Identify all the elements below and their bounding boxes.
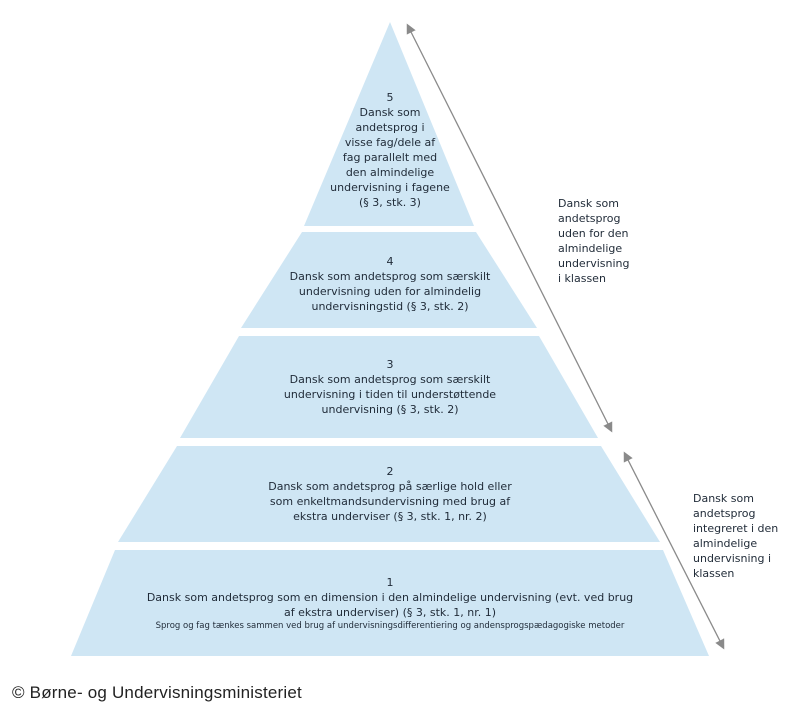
side-label-line: Dansk som [693, 492, 754, 505]
tier-1-line: Dansk som andetsprog som en dimension i … [146, 591, 634, 604]
tier-5-line: andetsprog i [355, 121, 425, 134]
side-label-line: Dansk som [558, 197, 619, 210]
tier-2-shape [118, 446, 660, 542]
tier-5-number: 5 [386, 91, 394, 104]
side-label-line: integreret i den [693, 522, 779, 535]
side-label-lower: Dansk som andetsprog integreret i den al… [693, 491, 798, 581]
tier-5-line: (§ 3, stk. 3) [359, 196, 421, 209]
tier-1-number: 1 [386, 576, 394, 589]
tier-5-line: Dansk som [359, 106, 421, 119]
side-label-line: uden for den [558, 227, 629, 240]
tier-3-number: 3 [386, 358, 394, 371]
tier-5-line: visse fag/dele af [344, 136, 436, 149]
side-label-line: undervisning [558, 257, 630, 270]
side-label-line: andetsprog [693, 507, 756, 520]
tier-4-line: undervisningstid (§ 3, stk. 2) [311, 300, 469, 313]
tier-4-label: 4 Dansk som andetsprog som særskilt unde… [250, 254, 530, 314]
upper-range-arrow [406, 23, 613, 433]
tier-5-line: undervisning i fagene [330, 181, 450, 194]
side-label-line: klassen [693, 567, 735, 580]
side-label-line: andetsprog [558, 212, 621, 225]
tier-4-line: Dansk som andetsprog som særskilt [289, 270, 491, 283]
side-label-line: i klassen [558, 272, 606, 285]
tier-5-line: fag parallelt med [342, 151, 438, 164]
tier-3-line: undervisning (§ 3, stk. 2) [321, 403, 459, 416]
tier-2-line: Dansk som andetsprog på særlige hold ell… [268, 480, 512, 493]
tier-2-line: ekstra underviser (§ 3, stk. 1, nr. 2) [293, 510, 487, 523]
side-label-line: almindelige [558, 242, 623, 255]
tier-5-label: 5 Dansk som andetsprog i visse fag/dele … [300, 90, 480, 210]
tier-1-shape [71, 550, 709, 656]
tier-2-label: 2 Dansk som andetsprog på særlige hold e… [165, 464, 615, 524]
tier-3-label: 3 Dansk som andetsprog som særskilt unde… [215, 357, 565, 417]
tier-3-line: Dansk som andetsprog som særskilt [289, 373, 491, 386]
tier-1-label: 1 Dansk som andetsprog som en dimension … [105, 575, 675, 632]
tier-2-line: som enkeltmandsundervisning med brug af [269, 495, 511, 508]
tier-2-number: 2 [386, 465, 394, 478]
copyright-notice: © Børne- og Undervisningsministeriet [12, 683, 302, 702]
tier-5-line: den almindelige [345, 166, 435, 179]
side-label-line: undervisning i [693, 552, 772, 565]
tier-4-number: 4 [386, 255, 394, 268]
lower-range-arrow [623, 451, 725, 650]
tier-1-note: Sprog og fag tænkes sammen ved brug af u… [155, 621, 625, 631]
tier-4-line: undervisning uden for almindelig [298, 285, 482, 298]
tier-1-line: af ekstra underviser) (§ 3, stk. 1, nr. … [283, 606, 497, 619]
side-label-upper: Dansk som andetsprog uden for den almind… [558, 196, 668, 286]
side-label-line: almindelige [693, 537, 758, 550]
tier-3-line: undervisning i tiden til understøttende [283, 388, 497, 401]
